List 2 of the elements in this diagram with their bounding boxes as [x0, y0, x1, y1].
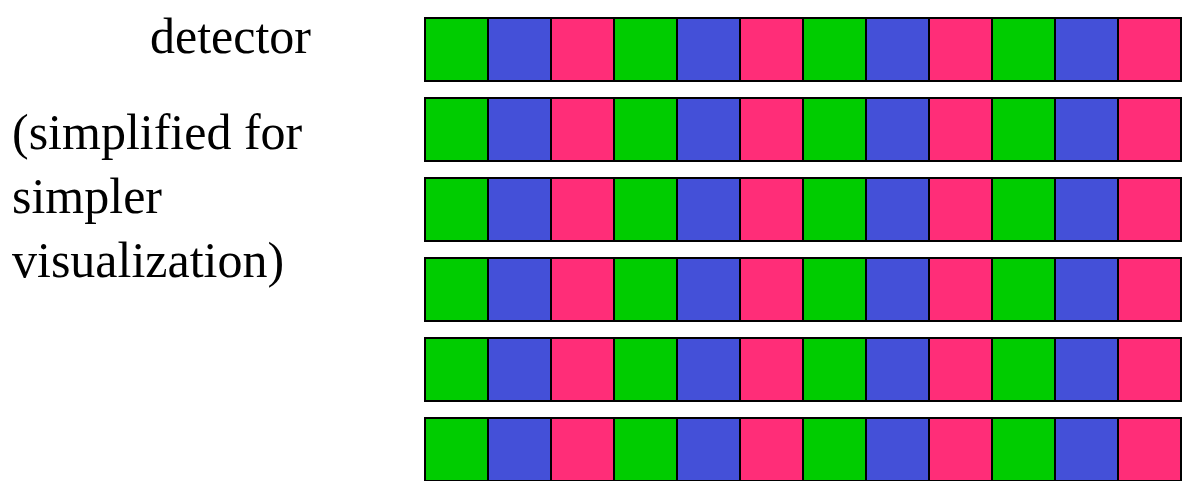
note-text: (simplified for simpler visualization) [12, 103, 304, 290]
title-text: detector [150, 7, 311, 66]
